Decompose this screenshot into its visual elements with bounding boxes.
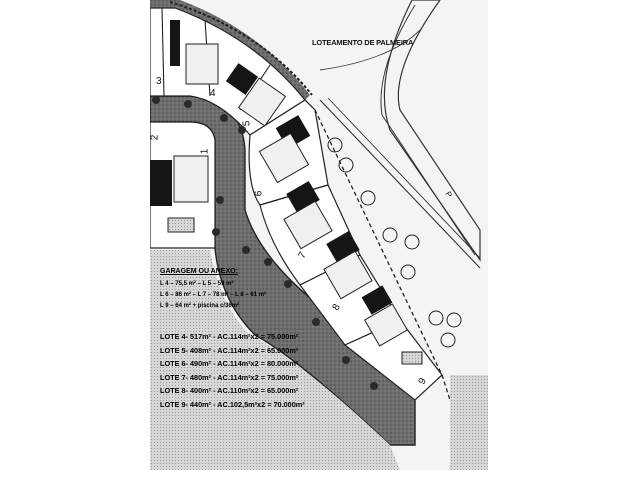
lot-row-5: LOTE 5- 408m² - AC.114m²x2 = 65.000m² xyxy=(160,345,299,355)
building-lot-2 xyxy=(150,160,172,206)
garage-legend-line: L 6 – 86 m² – L 7 – 78 m² – L 8 – 61 m² xyxy=(160,292,267,298)
lower-plot xyxy=(150,250,400,470)
building-lot-5 xyxy=(258,132,310,184)
garage-legend: GARAGEM OU ANEXO: L 4 – 75,5 m² – L 5 – … xyxy=(160,268,460,312)
street-curb-2 xyxy=(327,97,481,259)
lot-row-8: LOTE 8- 400m² - AC.110m²x2 = 65.000m² xyxy=(160,386,299,396)
lot-table: LOTE 4- 517m² - AC.114m²x2 = 75.000m² LO… xyxy=(160,330,305,412)
lot-number-1: 1 xyxy=(199,148,211,155)
garage-legend-heading: GARAGEM OU ANEXO: xyxy=(160,268,238,275)
building-lot-7-garage xyxy=(326,230,360,264)
building-lot-8 xyxy=(363,303,409,347)
building-lot-6-garage xyxy=(286,180,320,214)
lot-row-6: LOTE 6- 490m² - AC.114m²x2 = 80.000m² xyxy=(160,359,299,369)
street-curb xyxy=(319,99,481,269)
lot-number-2: 2 xyxy=(150,134,161,141)
building-lot-4 xyxy=(237,77,287,127)
building-lot-8-garage xyxy=(361,285,393,315)
lot-row-7: LOTE 7- 480m² - AC.114m²x2 = 75.000m² xyxy=(160,372,299,382)
upper-road-edge xyxy=(169,1,313,96)
lot-number-5: 5 xyxy=(241,120,253,127)
building-lot-3-garage xyxy=(170,20,180,66)
lot-row-9: LOTE 9- 440m² - AC.102,5m²x2 = 70.000m² xyxy=(160,399,305,409)
pool-lot-1 xyxy=(167,217,195,233)
pool-lot-9 xyxy=(401,351,423,365)
building-lot-4-garage xyxy=(225,63,259,95)
garage-legend-line: L 4 – 75,5 m² – L 5 – 59 m² xyxy=(160,281,234,287)
road-trees xyxy=(152,96,378,390)
site-plan-sheet: LOTEAMENTO DE PALMEIRA P 3 4 5 2 1 6 7 8… xyxy=(150,0,488,470)
lot-number-4: 4 xyxy=(210,88,216,99)
lot-row-4: LOTE 4- 517m² - AC.114m²x2 = 75.000m² xyxy=(160,332,299,341)
corner-plot xyxy=(450,375,488,470)
lot-number-3: 3 xyxy=(156,76,162,87)
title-curve xyxy=(319,29,421,71)
building-lot-7 xyxy=(323,250,373,300)
building-lot-1 xyxy=(173,155,209,203)
building-lot-3 xyxy=(185,43,219,85)
right-street-edge xyxy=(380,4,476,256)
lot-3-line xyxy=(161,7,165,97)
site-plan-drawing xyxy=(150,0,488,470)
plan-title: LOTEAMENTO DE PALMEIRA xyxy=(312,38,414,47)
lot-number-6: 6 xyxy=(253,190,265,197)
verge-trees xyxy=(327,137,462,348)
garage-legend-line: L 9 – 64 m² + piscina c/36m² xyxy=(160,303,240,309)
building-lot-6 xyxy=(283,200,333,250)
